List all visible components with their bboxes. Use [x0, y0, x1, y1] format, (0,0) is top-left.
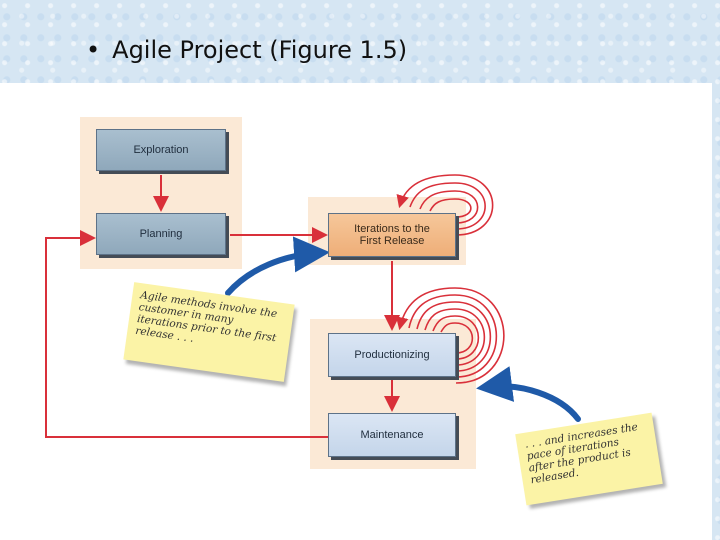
blue-arrow-right [476, 366, 581, 422]
slide-title-text: Agile Project (Figure 1.5) [112, 36, 408, 64]
iterations-box: Iterations to the First Release [328, 213, 456, 257]
iteration-spiral-upper [396, 174, 494, 236]
planning-box: Planning [96, 213, 226, 255]
connector-layer [45, 174, 581, 438]
exploration-box: Exploration [96, 129, 226, 171]
slide-title: • Agile Project (Figure 1.5) [86, 36, 407, 64]
agile-figure: Exploration Planning Iterations to the F… [0, 83, 712, 540]
bullet-marker: • [86, 36, 101, 64]
iterations-label-line2: First Release [359, 235, 425, 247]
productionizing-box: Productionizing [328, 333, 456, 377]
arrow-feedback-loop [45, 230, 328, 438]
maintenance-box: Maintenance [328, 413, 456, 457]
blue-arrow-left [225, 236, 330, 296]
iterations-label-line1: Iterations to the [354, 223, 430, 235]
